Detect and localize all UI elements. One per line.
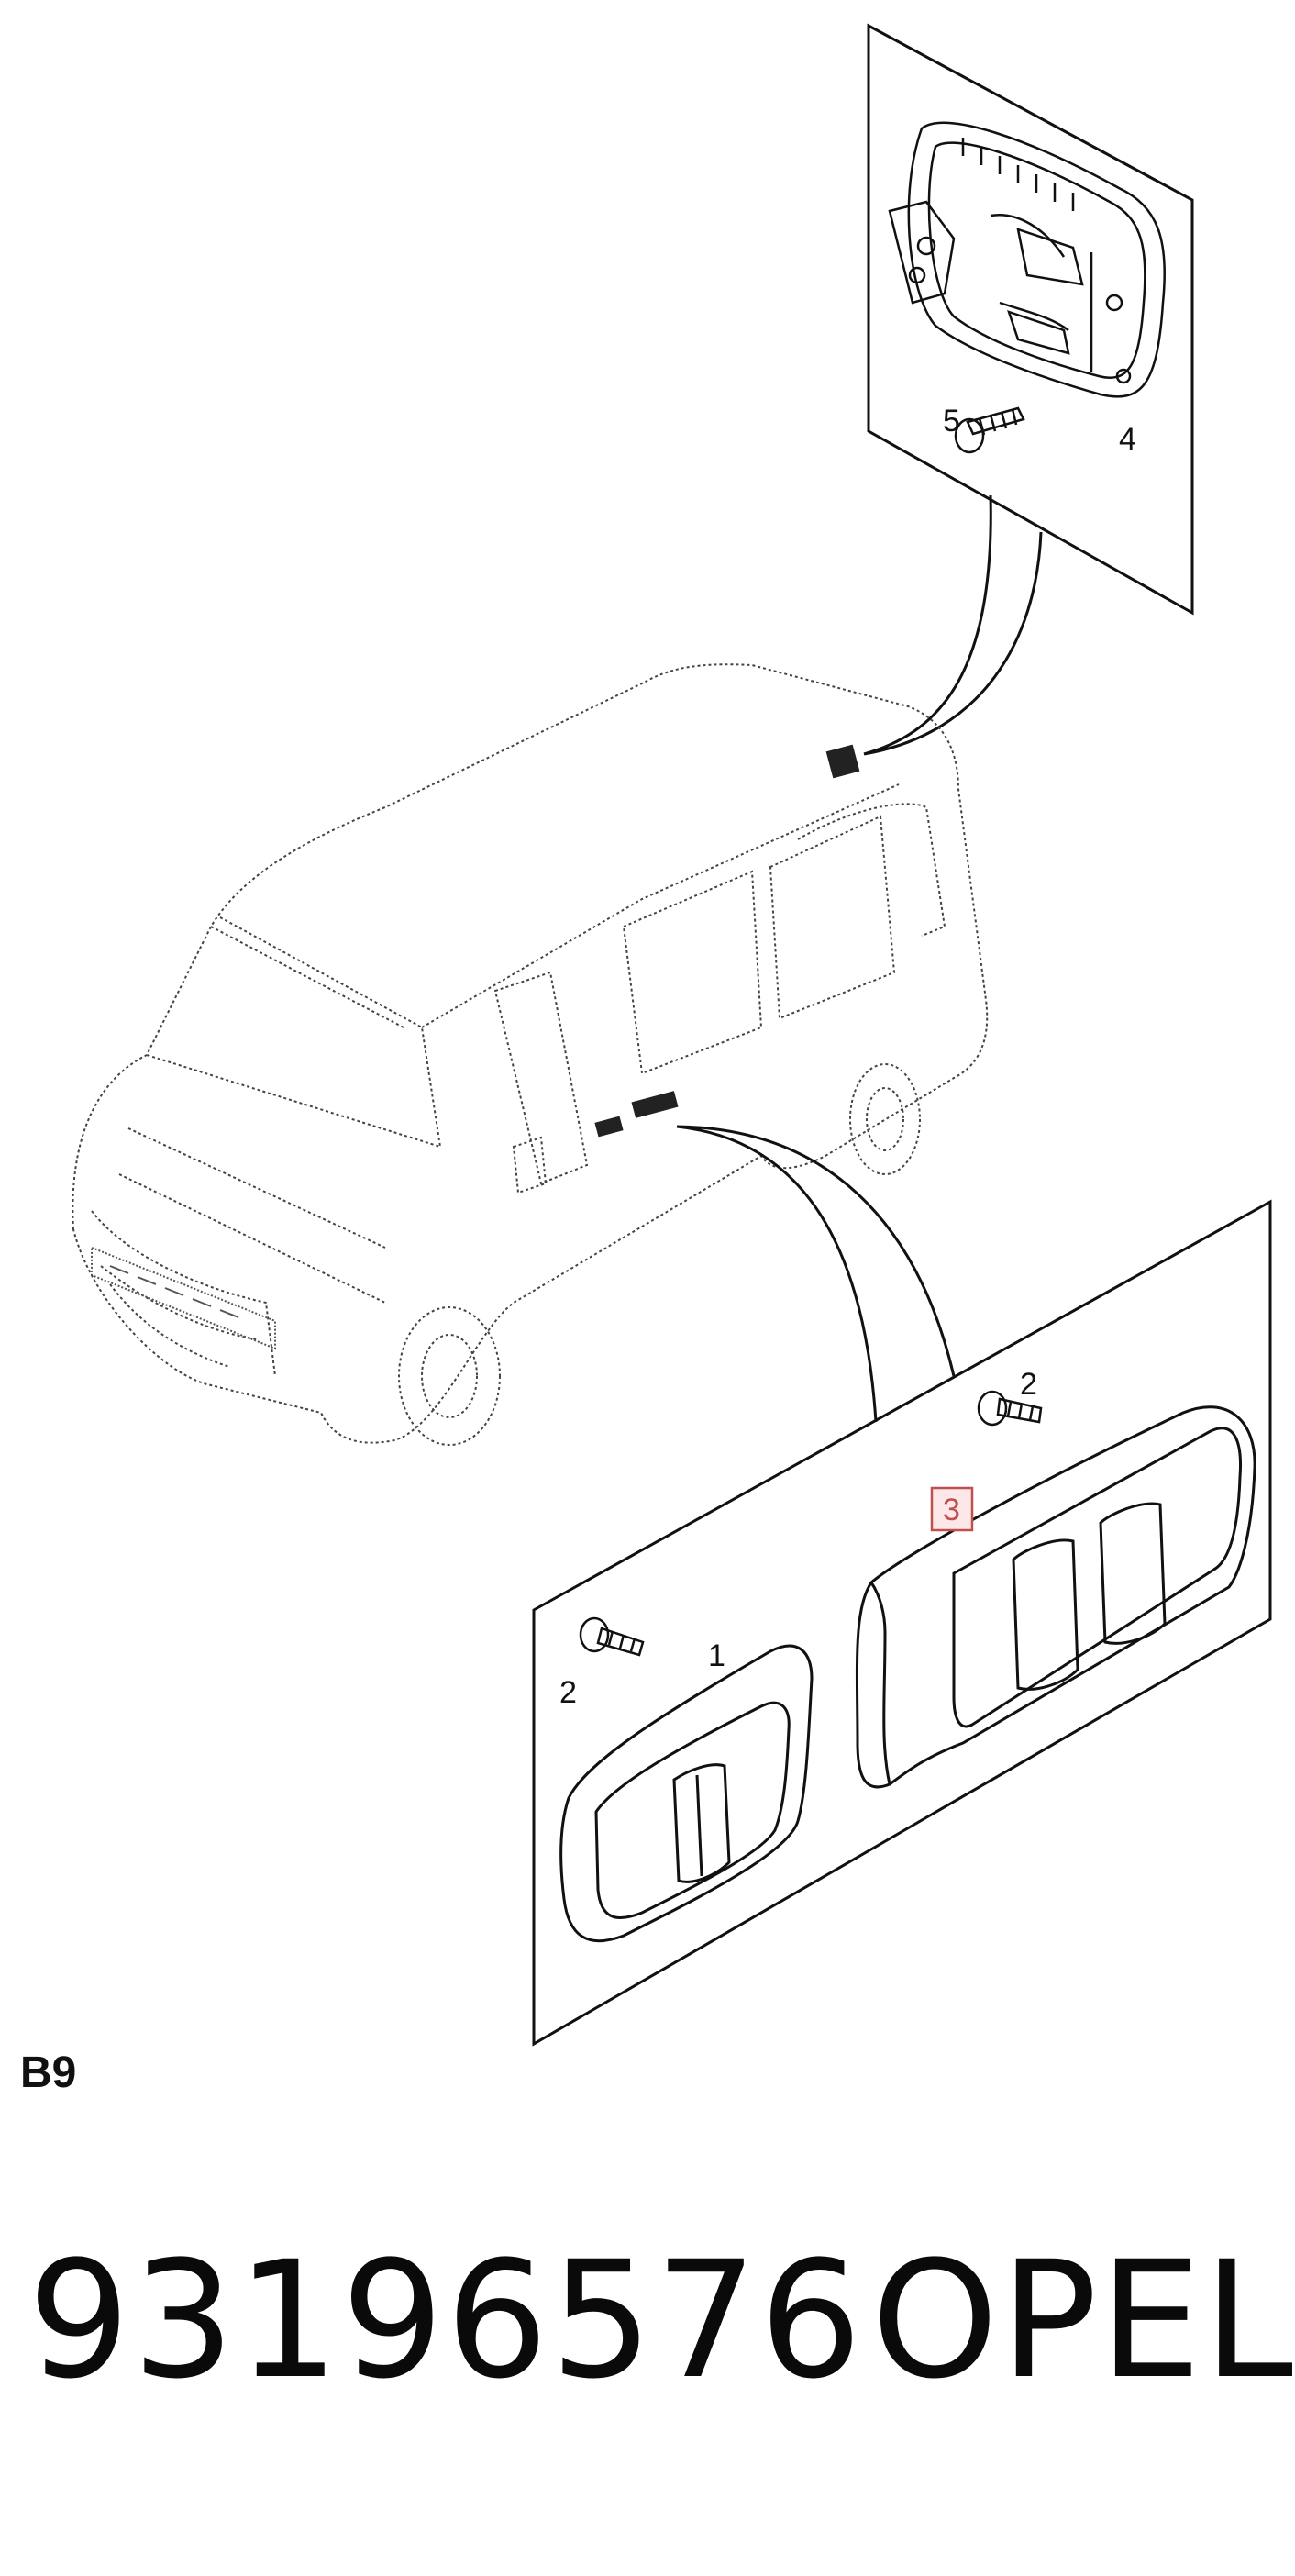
- grille: [91, 1246, 276, 1350]
- callout-3-highlight-box: [930, 1486, 974, 1532]
- callout-2-upper: 2: [1020, 1367, 1037, 1402]
- lock-mechanism-part-4: [888, 121, 1167, 398]
- part-footer: 93196576 OPEL: [0, 2229, 1295, 2413]
- callout-2-lower: 2: [559, 1675, 577, 1710]
- sliding-door-handle-part-3: [855, 1405, 1256, 1789]
- screw-part-2-upper: [977, 1390, 1043, 1427]
- screw-part-2-lower: [579, 1616, 645, 1657]
- lower-detail-panel: [532, 1199, 1272, 2047]
- roof-handle-marker: [825, 744, 860, 779]
- front-door-handle-part-1: [559, 1644, 814, 1943]
- callout-4: 4: [1119, 422, 1136, 457]
- leader-line-upper: [863, 494, 1043, 756]
- screw-part-5: [954, 406, 1025, 454]
- side-handle-markers: [594, 1091, 679, 1138]
- callout-1: 1: [708, 1638, 725, 1673]
- part-number: 93196576: [28, 2226, 864, 2415]
- van-outline: [72, 663, 989, 1446]
- callout-3: 3: [943, 1493, 960, 1527]
- section-code: B9: [20, 2049, 77, 2097]
- brand-name: OPEL: [871, 2226, 1295, 2415]
- leader-line-lower: [676, 1125, 956, 1423]
- upper-detail-panel: [867, 23, 1194, 616]
- callout-5: 5: [943, 404, 960, 439]
